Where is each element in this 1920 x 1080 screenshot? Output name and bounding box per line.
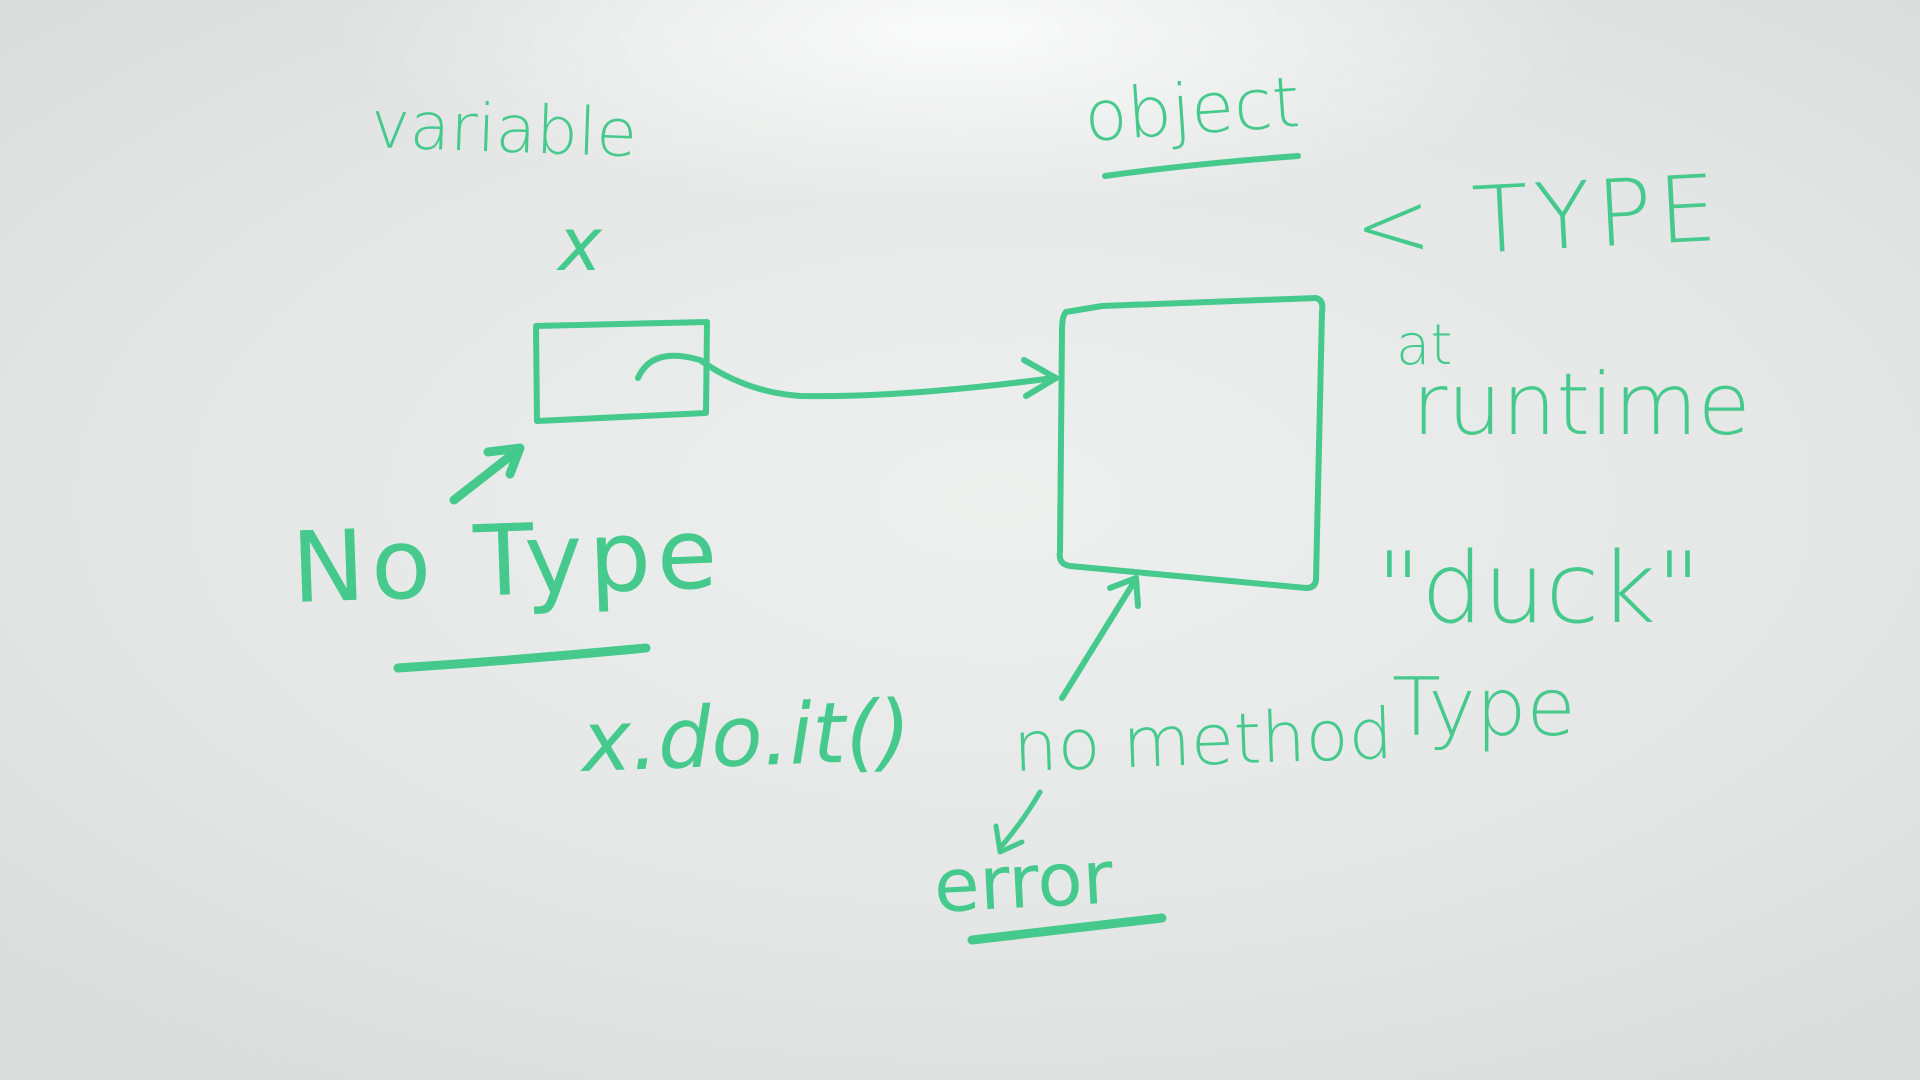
error-underline [967,913,1167,945]
no-type-arrow [449,445,523,505]
no-method-arrow [1059,579,1137,701]
variable-label: variable [369,86,639,173]
duck-type-label: Type [1392,661,1576,754]
no-method-label: no method [1011,692,1395,788]
object-label: object [1081,60,1303,158]
no-type-arrowhead [483,443,525,479]
no-type-underline [393,643,651,673]
object-underline [1102,153,1301,179]
variable-name-x: x [558,202,602,288]
reference-arrow [635,352,1057,400]
duck-label: "duck" [1376,532,1702,646]
reference-arrowhead [1021,357,1059,399]
method-call-label: x.do.it() [579,681,913,791]
no-type-label: No Type [289,496,725,626]
at-label: at [1396,313,1453,378]
error-arrowhead [993,823,1025,855]
variable-box [533,319,710,424]
error-label: error [931,834,1116,930]
type-label: < TYPE [1351,154,1726,281]
error-arrow [997,789,1043,851]
runtime-label: runtime [1412,355,1751,455]
no-method-arrowhead [1107,575,1141,609]
object-box [1056,295,1326,591]
